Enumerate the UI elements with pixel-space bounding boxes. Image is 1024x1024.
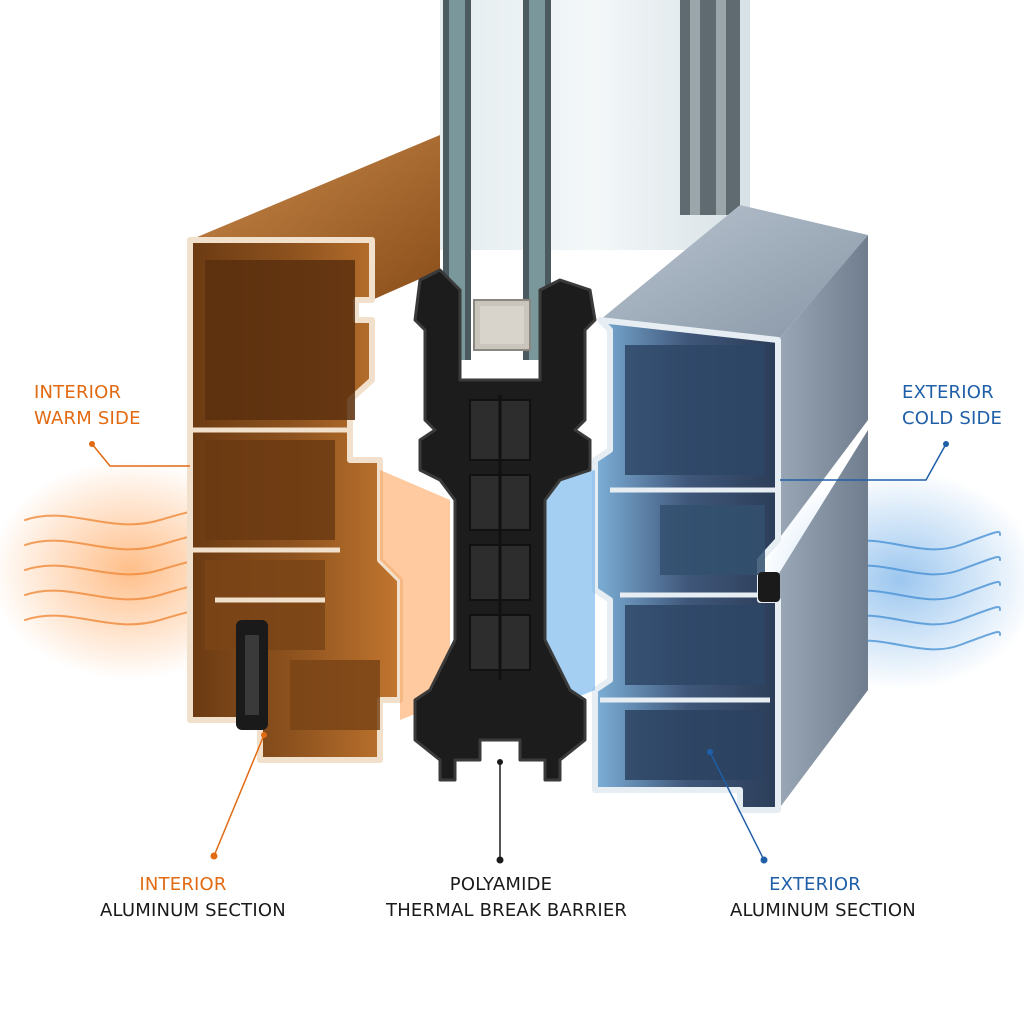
- polyamide-thermal-break: [413, 268, 597, 782]
- label-interior-aluminum-section: INTERIOR ALUMINUM SECTION: [100, 872, 286, 924]
- label-interior-warm-line2: WARM SIDE: [34, 408, 141, 429]
- label-polyamide-thermal-break: POLYAMIDE THERMAL BREAK BARRIER: [386, 872, 628, 924]
- label-polyamide-line2: THERMAL BREAK BARRIER: [386, 900, 628, 921]
- leader-exterior-section: [709, 751, 765, 861]
- label-exterior-cold-line2: COLD SIDE: [902, 408, 1003, 429]
- label-interior-section-line1: INTERIOR: [139, 874, 227, 895]
- interior-aluminum-profile: [187, 135, 450, 763]
- label-exterior-aluminum-section: EXTERIOR ALUMINUM SECTION: [730, 872, 916, 924]
- leader-interior-section: [213, 734, 265, 857]
- label-exterior-cold-side: EXTERIOR COLD SIDE: [902, 380, 1002, 432]
- label-exterior-cold-line1: EXTERIOR: [902, 382, 994, 403]
- label-exterior-section-line2: ALUMINUM SECTION: [730, 900, 916, 921]
- cold-waves: [839, 531, 1001, 651]
- label-polyamide-line1: POLYAMIDE: [449, 874, 553, 895]
- label-interior-section-line2: ALUMINUM SECTION: [100, 900, 286, 921]
- leader-exterior-cold: [780, 443, 947, 481]
- exterior-aluminum-profile: [545, 205, 868, 813]
- leader-lines: [89, 441, 949, 864]
- label-interior-warm-side: INTERIOR WARM SIDE: [34, 380, 141, 432]
- label-exterior-section-line1: EXTERIOR: [769, 874, 861, 895]
- label-interior-warm-line1: INTERIOR: [34, 382, 122, 403]
- leader-interior-warm: [91, 443, 190, 467]
